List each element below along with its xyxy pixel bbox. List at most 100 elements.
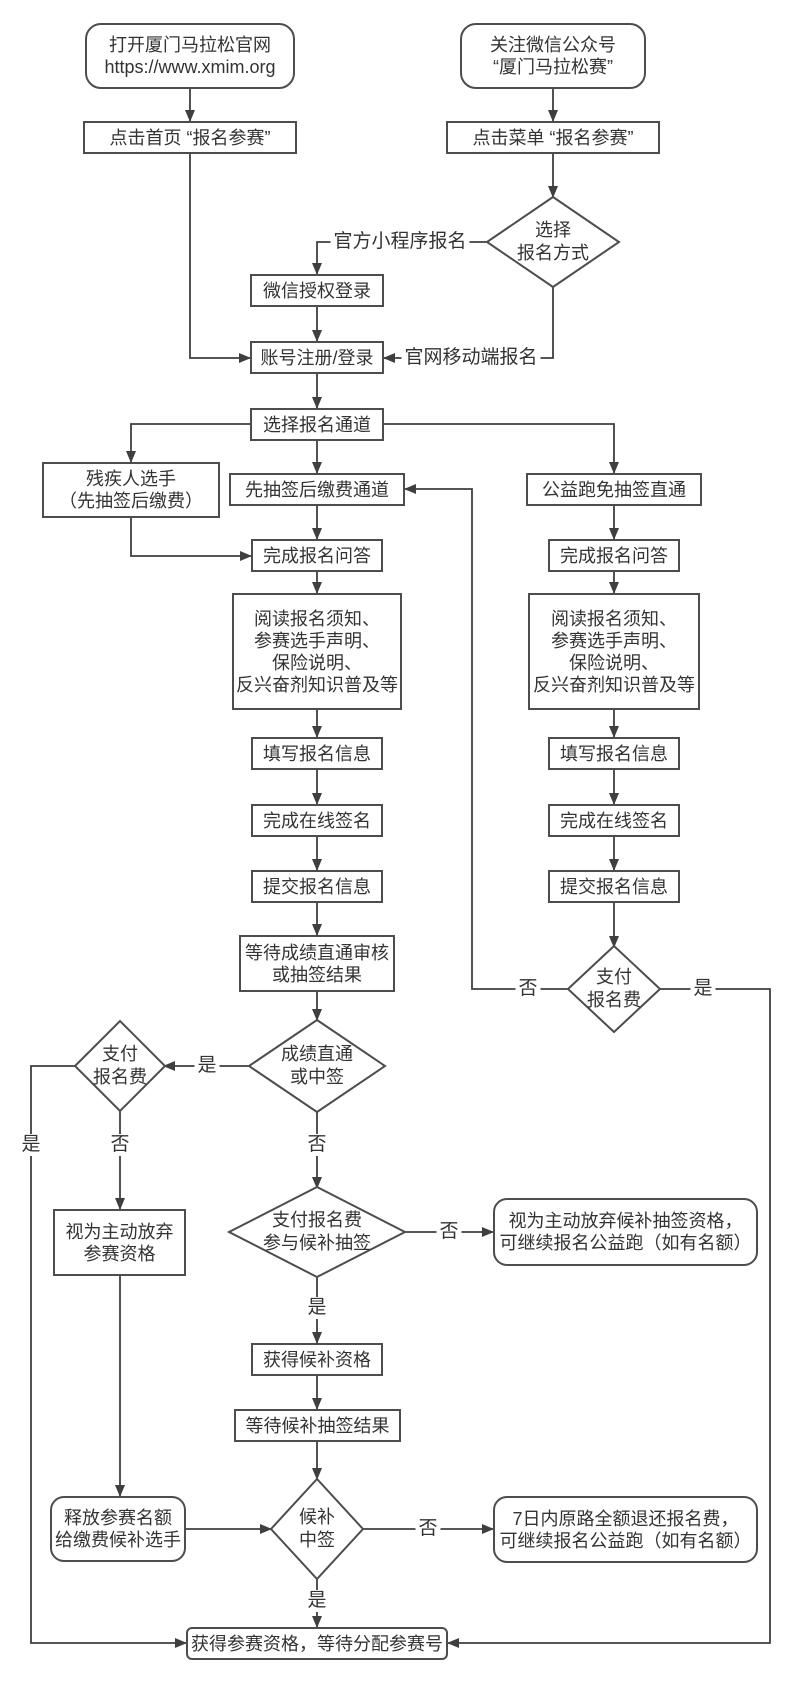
- diamond-label-line: 支付报名费: [272, 1210, 362, 1230]
- edge-disabled-to-quiz: [130, 518, 252, 561]
- diamond-pay-waitlist: [226, 1185, 408, 1279]
- node-give-up-waitlist: 视为主动放弃候补抽签资格，可继续报名公益跑（如有名额）: [493, 1198, 758, 1266]
- node-text-line: 7日内原路全额退还报名费，: [512, 1508, 739, 1529]
- edge-label-mobile-web: 官网移动端报名: [401, 347, 541, 369]
- diamond-pay-fee-right: [566, 944, 662, 1034]
- edge-label-yes-direct: 是: [194, 1055, 220, 1077]
- node-text-line: 提交报名信息: [263, 876, 371, 897]
- diamond-label-pay-fee-right: 支付报名费: [587, 966, 641, 1012]
- diamond-pay-fee-left: [73, 1019, 167, 1113]
- node-text-line: 反兴奋剂知识普及等: [236, 674, 398, 695]
- node-lottery-channel: 先抽签后缴费通道: [229, 473, 405, 506]
- edge-label-mini-program: 官方小程序报名: [330, 231, 470, 253]
- diamond-label-waitlist-win: 候补中签: [299, 1506, 335, 1552]
- diamond-label-line: 或中签: [290, 1067, 344, 1087]
- node-text-line: 参赛选手声明、: [254, 630, 380, 651]
- node-submit-left: 提交报名信息: [251, 870, 383, 903]
- node-text-line: 视为主动放弃: [65, 1221, 174, 1242]
- node-follow-wechat: 关注微信公众号“厦门马拉松赛”: [460, 23, 646, 89]
- node-text-line: 完成报名问答: [560, 545, 668, 566]
- diamonds-group: [73, 195, 662, 1581]
- edge-label-no-pay-left: 否: [107, 1134, 133, 1156]
- node-text-line: 公益跑免抽签直通: [542, 479, 686, 500]
- node-text-line: 完成报名问答: [263, 545, 371, 566]
- node-fill-info-right: 填写报名信息: [548, 737, 680, 770]
- node-click-homepage: 点击首页 “报名参赛”: [83, 121, 297, 154]
- node-text-line: 可继续报名公益跑（如有名额）: [499, 1233, 752, 1253]
- edge-channel-to-charity: [384, 423, 619, 474]
- node-text-line: 打开厦门马拉松官网: [109, 35, 271, 55]
- node-charity-channel: 公益跑免抽签直通: [526, 473, 702, 506]
- node-text-line: 关注微信公众号: [490, 35, 616, 55]
- node-text-line: 释放参赛名额: [64, 1508, 172, 1528]
- node-text-line: 保险说明、: [272, 652, 362, 673]
- node-text-line: 可继续报名公益跑（如有名额）: [499, 1530, 752, 1551]
- node-text-line: 反兴奋剂知识普及等: [533, 674, 695, 695]
- node-wait-waitlist-result: 等待候补抽签结果: [234, 1409, 401, 1442]
- node-text-line: （先抽签后缴费）: [59, 491, 203, 511]
- diamond-label-line: 报名方式: [517, 243, 589, 263]
- node-text-line: 点击首页 “报名参赛”: [109, 127, 271, 148]
- edge-channel-to-disabled: [126, 423, 250, 463]
- node-text-line: 参赛选手声明、: [551, 630, 677, 651]
- node-text-line: 完成在线签名: [263, 810, 371, 831]
- diamond-label-pay-fee-left: 支付报名费: [93, 1043, 147, 1089]
- node-text-line: 给缴费候补选手: [55, 1530, 181, 1550]
- node-click-menu: 点击菜单 “报名参赛”: [446, 121, 660, 154]
- edge-label-yes-waitlist: 是: [304, 1297, 330, 1319]
- node-sign-right: 完成在线签名: [548, 804, 680, 837]
- node-wechat-auth-login: 微信授权登录: [250, 274, 384, 307]
- node-text-line: 阅读报名须知、: [254, 608, 380, 629]
- diamond-waitlist-win: [269, 1477, 365, 1581]
- node-read-notice-right: 阅读报名须知、参赛选手声明、保险说明、反兴奋剂知识普及等: [528, 593, 700, 710]
- node-sign-left: 完成在线签名: [251, 804, 383, 837]
- edge-label-no-pay-right: 否: [515, 978, 541, 1000]
- node-text-line: 或抽签结果: [272, 964, 362, 985]
- node-text-line: 选择报名通道: [263, 414, 371, 435]
- node-text-line: 保险说明、: [569, 652, 659, 673]
- node-account-register-login: 账号注册/登录: [250, 341, 384, 374]
- node-fill-info-left: 填写报名信息: [251, 737, 383, 770]
- diamond-label-direct-or-win: 成绩直通或中签: [281, 1043, 353, 1089]
- diamond-label-pay-waitlist: 支付报名费参与候补抽签: [263, 1209, 371, 1255]
- node-text-line: 阅读报名须知、: [551, 608, 677, 629]
- node-wait-review: 等待成绩直通审核或抽签结果: [239, 935, 395, 992]
- node-text-line: 完成在线签名: [560, 810, 668, 831]
- node-disabled-athletes: 残疾人选手（先抽签后缴费）: [42, 462, 220, 518]
- node-get-waitlist: 获得候补资格: [251, 1343, 383, 1376]
- edge-pay-left-yes-to-entry: [30, 1065, 187, 1648]
- edge-label-yes-win: 是: [304, 1590, 330, 1612]
- diamond-label-line: 报名费: [93, 1067, 147, 1087]
- node-text-line: 点击菜单 “报名参赛”: [472, 127, 634, 148]
- node-text-line: 视为主动放弃候补抽签资格，: [508, 1211, 743, 1231]
- node-submit-right: 提交报名信息: [548, 870, 680, 903]
- diamond-label-choose-method: 选择报名方式: [517, 219, 589, 265]
- diamond-label-line: 成绩直通: [281, 1044, 353, 1064]
- diamond-choose-method: [485, 195, 621, 289]
- node-text-line: 微信授权登录: [263, 280, 371, 301]
- diamond-label-line: 支付: [102, 1044, 138, 1064]
- node-choose-channel: 选择报名通道: [250, 408, 384, 441]
- node-get-entry: 获得参赛资格，等待分配参赛号: [186, 1627, 448, 1660]
- diamond-label-line: 报名费: [587, 990, 641, 1010]
- node-text-line: 残疾人选手: [86, 469, 176, 489]
- node-text-line: 等待候补抽签结果: [245, 1415, 390, 1436]
- node-read-notice-left: 阅读报名须知、参赛选手声明、保险说明、反兴奋剂知识普及等: [232, 593, 402, 710]
- edge-label-yes-pay-right: 是: [690, 978, 716, 1000]
- node-text-line: 填写报名信息: [560, 743, 668, 764]
- node-text-line: 获得参赛资格，等待分配参赛号: [191, 1633, 443, 1654]
- node-text-line: “厦门马拉松赛”: [493, 57, 613, 77]
- node-quiz-left: 完成报名问答: [251, 539, 383, 572]
- node-release-slots: 释放参赛名额给缴费候补选手: [50, 1496, 186, 1562]
- node-text-line: 参赛资格: [83, 1243, 156, 1264]
- node-text-line: 提交报名信息: [560, 876, 668, 897]
- node-text-line: https://www.xmim.org: [104, 57, 276, 77]
- edge-label-no-direct: 否: [304, 1134, 330, 1156]
- diamond-label-line: 参与候补抽签: [263, 1233, 371, 1253]
- node-text-line: 填写报名信息: [263, 743, 371, 764]
- edge-pay-right-no-feedback: [404, 484, 570, 990]
- node-text-line: 账号注册/登录: [260, 347, 374, 368]
